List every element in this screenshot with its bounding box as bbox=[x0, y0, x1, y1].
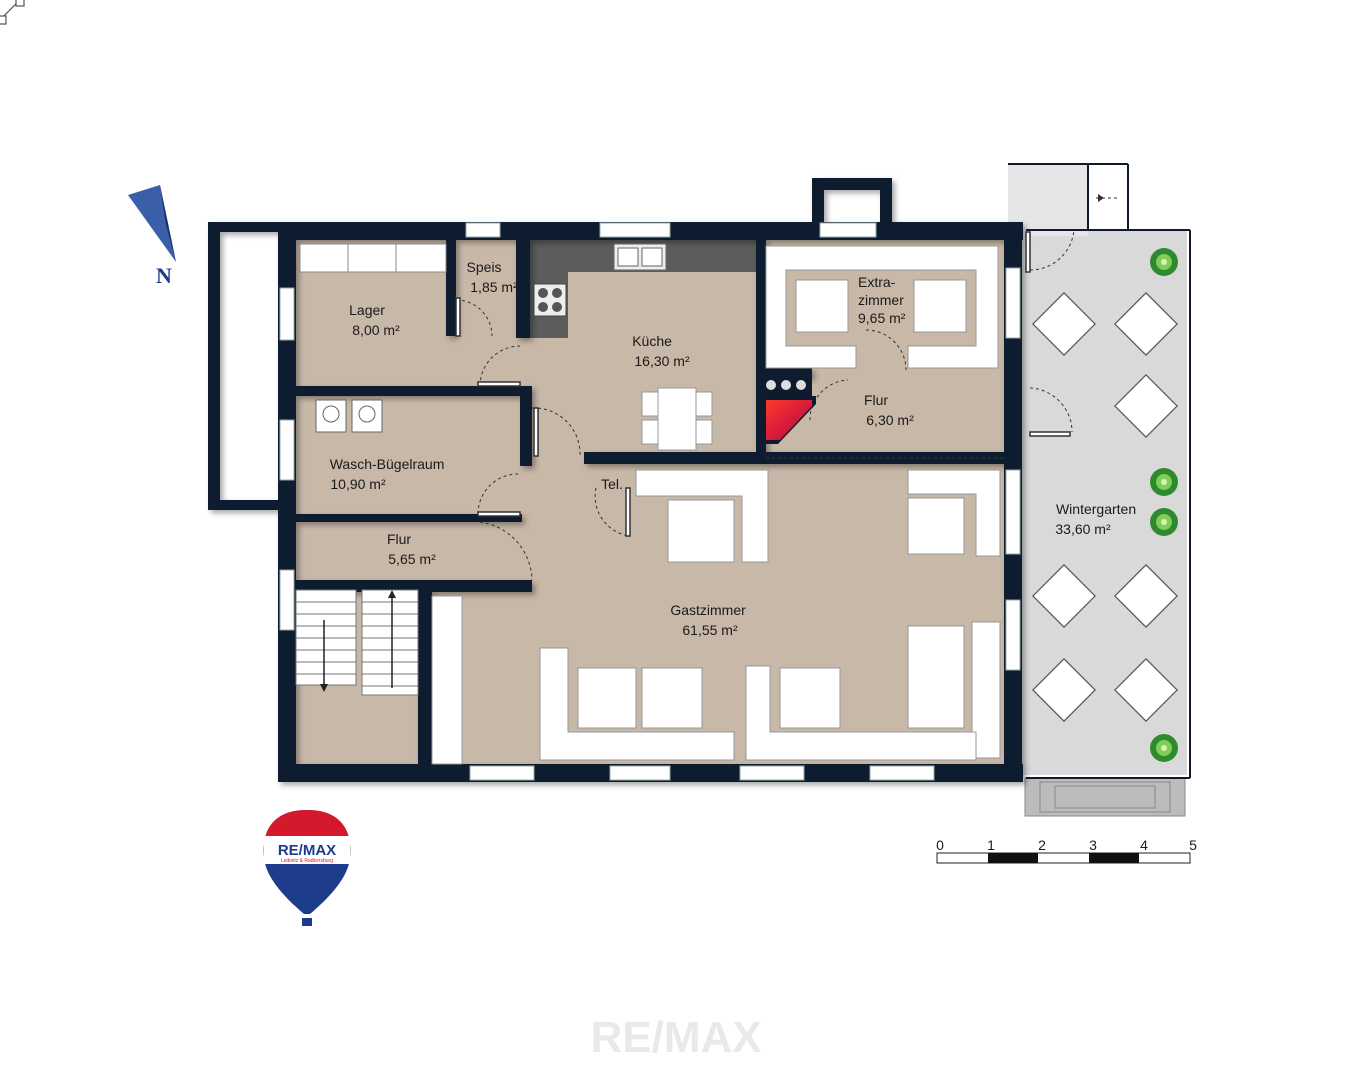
room-label-wasch: Wasch-Bügelraum 10,90 m² bbox=[330, 456, 449, 492]
room-label-lager: Lager 8,00 m² bbox=[349, 302, 400, 338]
scale-tick-2: 2 bbox=[1038, 837, 1046, 853]
terrace-tables bbox=[0, 0, 25, 25]
door-leaves bbox=[455, 231, 1071, 537]
remax-balloon-logo: RE/MAX Leibnitz & Radkersburg bbox=[263, 810, 351, 926]
room-label-extrazimmer: Extra- zimmer 9,65 m² bbox=[858, 274, 908, 326]
compass-north-label: N bbox=[156, 263, 172, 288]
scale-tick-4: 4 bbox=[1140, 837, 1148, 853]
room-label-flur-west: Flur 5,65 m² bbox=[387, 531, 436, 567]
wintergarten-glazing bbox=[1008, 163, 1191, 779]
scale-bar: 0 1 2 3 4 5 bbox=[936, 837, 1197, 864]
room-label-gastzimmer: Gastzimmer 61,55 m² bbox=[670, 602, 749, 638]
scale-tick-0: 0 bbox=[936, 837, 944, 853]
door-swings bbox=[455, 197, 1120, 581]
room-label-wintergarten: Wintergarten 33,60 m² bbox=[1055, 501, 1140, 537]
room-label-tel: Tel. bbox=[601, 476, 623, 492]
room-label-speis: Speis 1,85 m² bbox=[467, 259, 519, 295]
watermark: RE/MAX bbox=[590, 1013, 761, 1062]
room-labels: Speis 1,85 m² Lager 8,00 m² Küche 16,30 … bbox=[330, 259, 1140, 638]
furniture bbox=[295, 243, 1001, 765]
terrace-steps bbox=[1024, 777, 1186, 817]
plant-icons bbox=[1150, 248, 1178, 762]
logo-office: Leibnitz & Radkersburg bbox=[281, 858, 333, 864]
scale-tick-5: 5 bbox=[1189, 837, 1197, 853]
fireplace-icon bbox=[766, 400, 812, 440]
scale-tick-1: 1 bbox=[987, 837, 995, 853]
scale-tick-3: 3 bbox=[1089, 837, 1097, 853]
terrace-table-set bbox=[1032, 292, 1178, 722]
compass-icon: N bbox=[128, 185, 176, 288]
room-label-kueche: Küche 16,30 m² bbox=[632, 333, 690, 369]
windows bbox=[279, 222, 1021, 781]
room-label-flur-east: Flur 6,30 m² bbox=[864, 392, 914, 428]
logo-brand: RE/MAX bbox=[278, 842, 336, 859]
